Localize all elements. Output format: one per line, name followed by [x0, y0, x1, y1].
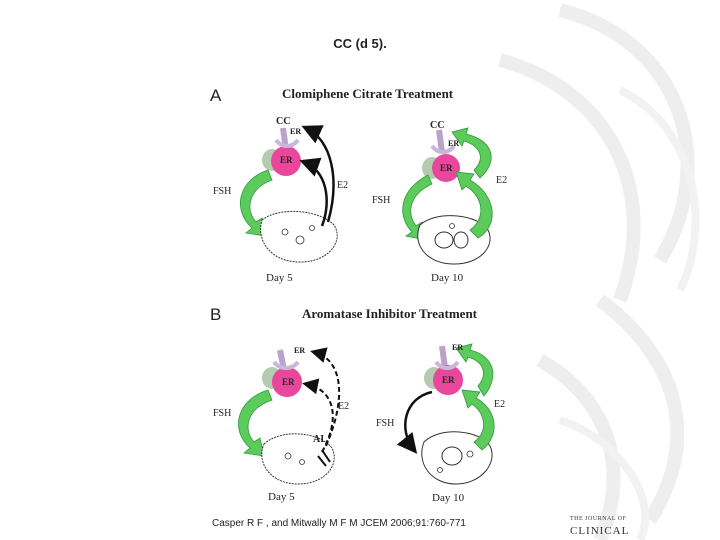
a-left-ovary-icon	[260, 210, 338, 263]
a-right-day-label: Day 10	[431, 272, 464, 284]
b-left-ai-mark	[317, 449, 331, 467]
panel-b-title: Aromatase Inhibitor Treatment	[302, 306, 478, 321]
b-right-fsh-label: FSH	[376, 418, 395, 429]
b-right-e2-label: E2	[494, 399, 506, 410]
b-left-e2-label: E2	[338, 401, 350, 412]
b-left-group	[238, 347, 341, 485]
a-right-fsh-label: FSH	[372, 195, 391, 206]
panel-a-title: Clomiphene Citrate Treatment	[282, 86, 454, 101]
slide-title: CC (d 5).	[333, 36, 387, 51]
b-right-pituitary-icon	[424, 345, 463, 395]
b-right-e2-arrow-upper	[455, 343, 494, 397]
a-left-day-label: Day 5	[266, 272, 293, 284]
b-right-day-label: Day 10	[432, 492, 465, 504]
a-right-cc-label: CC	[430, 120, 445, 131]
b-left-e2-arrow-upper	[310, 347, 341, 447]
a-right-group	[402, 127, 493, 265]
a-right-er-label: ER	[440, 163, 453, 173]
b-right-group	[396, 343, 495, 485]
b-left-er-top-label: ER	[294, 346, 306, 355]
a-right-e2-label: E2	[496, 175, 508, 186]
a-left-cc-label: CC	[276, 116, 291, 127]
a-left-er-top-label: ER	[290, 127, 302, 136]
b-left-day-label: Day 5	[268, 491, 295, 503]
b-left-er-label: ER	[282, 377, 295, 387]
panel-a-letter: A	[210, 86, 222, 105]
a-left-e2-arrow	[299, 157, 328, 227]
b-left-pituitary-icon	[262, 349, 302, 397]
a-left-e2-arrow-upper	[301, 125, 335, 223]
a-left-fsh-label: FSH	[213, 186, 232, 197]
b-right-er-top-label: ER	[452, 343, 464, 352]
b-right-e2-arrow	[461, 389, 495, 451]
a-left-pituitary-icon	[262, 127, 301, 176]
a-right-pituitary-icon	[422, 129, 460, 182]
b-left-fsh-label: FSH	[213, 408, 232, 419]
a-right-e2-arrow	[455, 171, 493, 239]
a-left-er-label: ER	[280, 155, 293, 165]
a-left-e2-label: E2	[337, 180, 349, 191]
panel-b-letter: B	[210, 305, 222, 324]
a-left-group	[239, 125, 338, 263]
journal-logo-small-text: THE JOURNAL OF	[570, 516, 627, 522]
a-right-er-top-label: ER	[448, 139, 460, 148]
b-right-er-label: ER	[442, 375, 455, 385]
b-left-ovary-icon	[261, 433, 335, 485]
b-right-ovary-icon	[421, 431, 493, 485]
b-right-fsh-arrow	[396, 390, 433, 454]
journal-logo-text: CLINICAL	[570, 525, 630, 537]
a-right-e2-arrow-upper	[451, 127, 492, 179]
a-left-fsh-arrow	[239, 169, 273, 237]
citation-text: Casper R F , and Mitwally M F M JCEM 200…	[212, 518, 466, 529]
b-left-ai-label: AI	[313, 434, 325, 445]
